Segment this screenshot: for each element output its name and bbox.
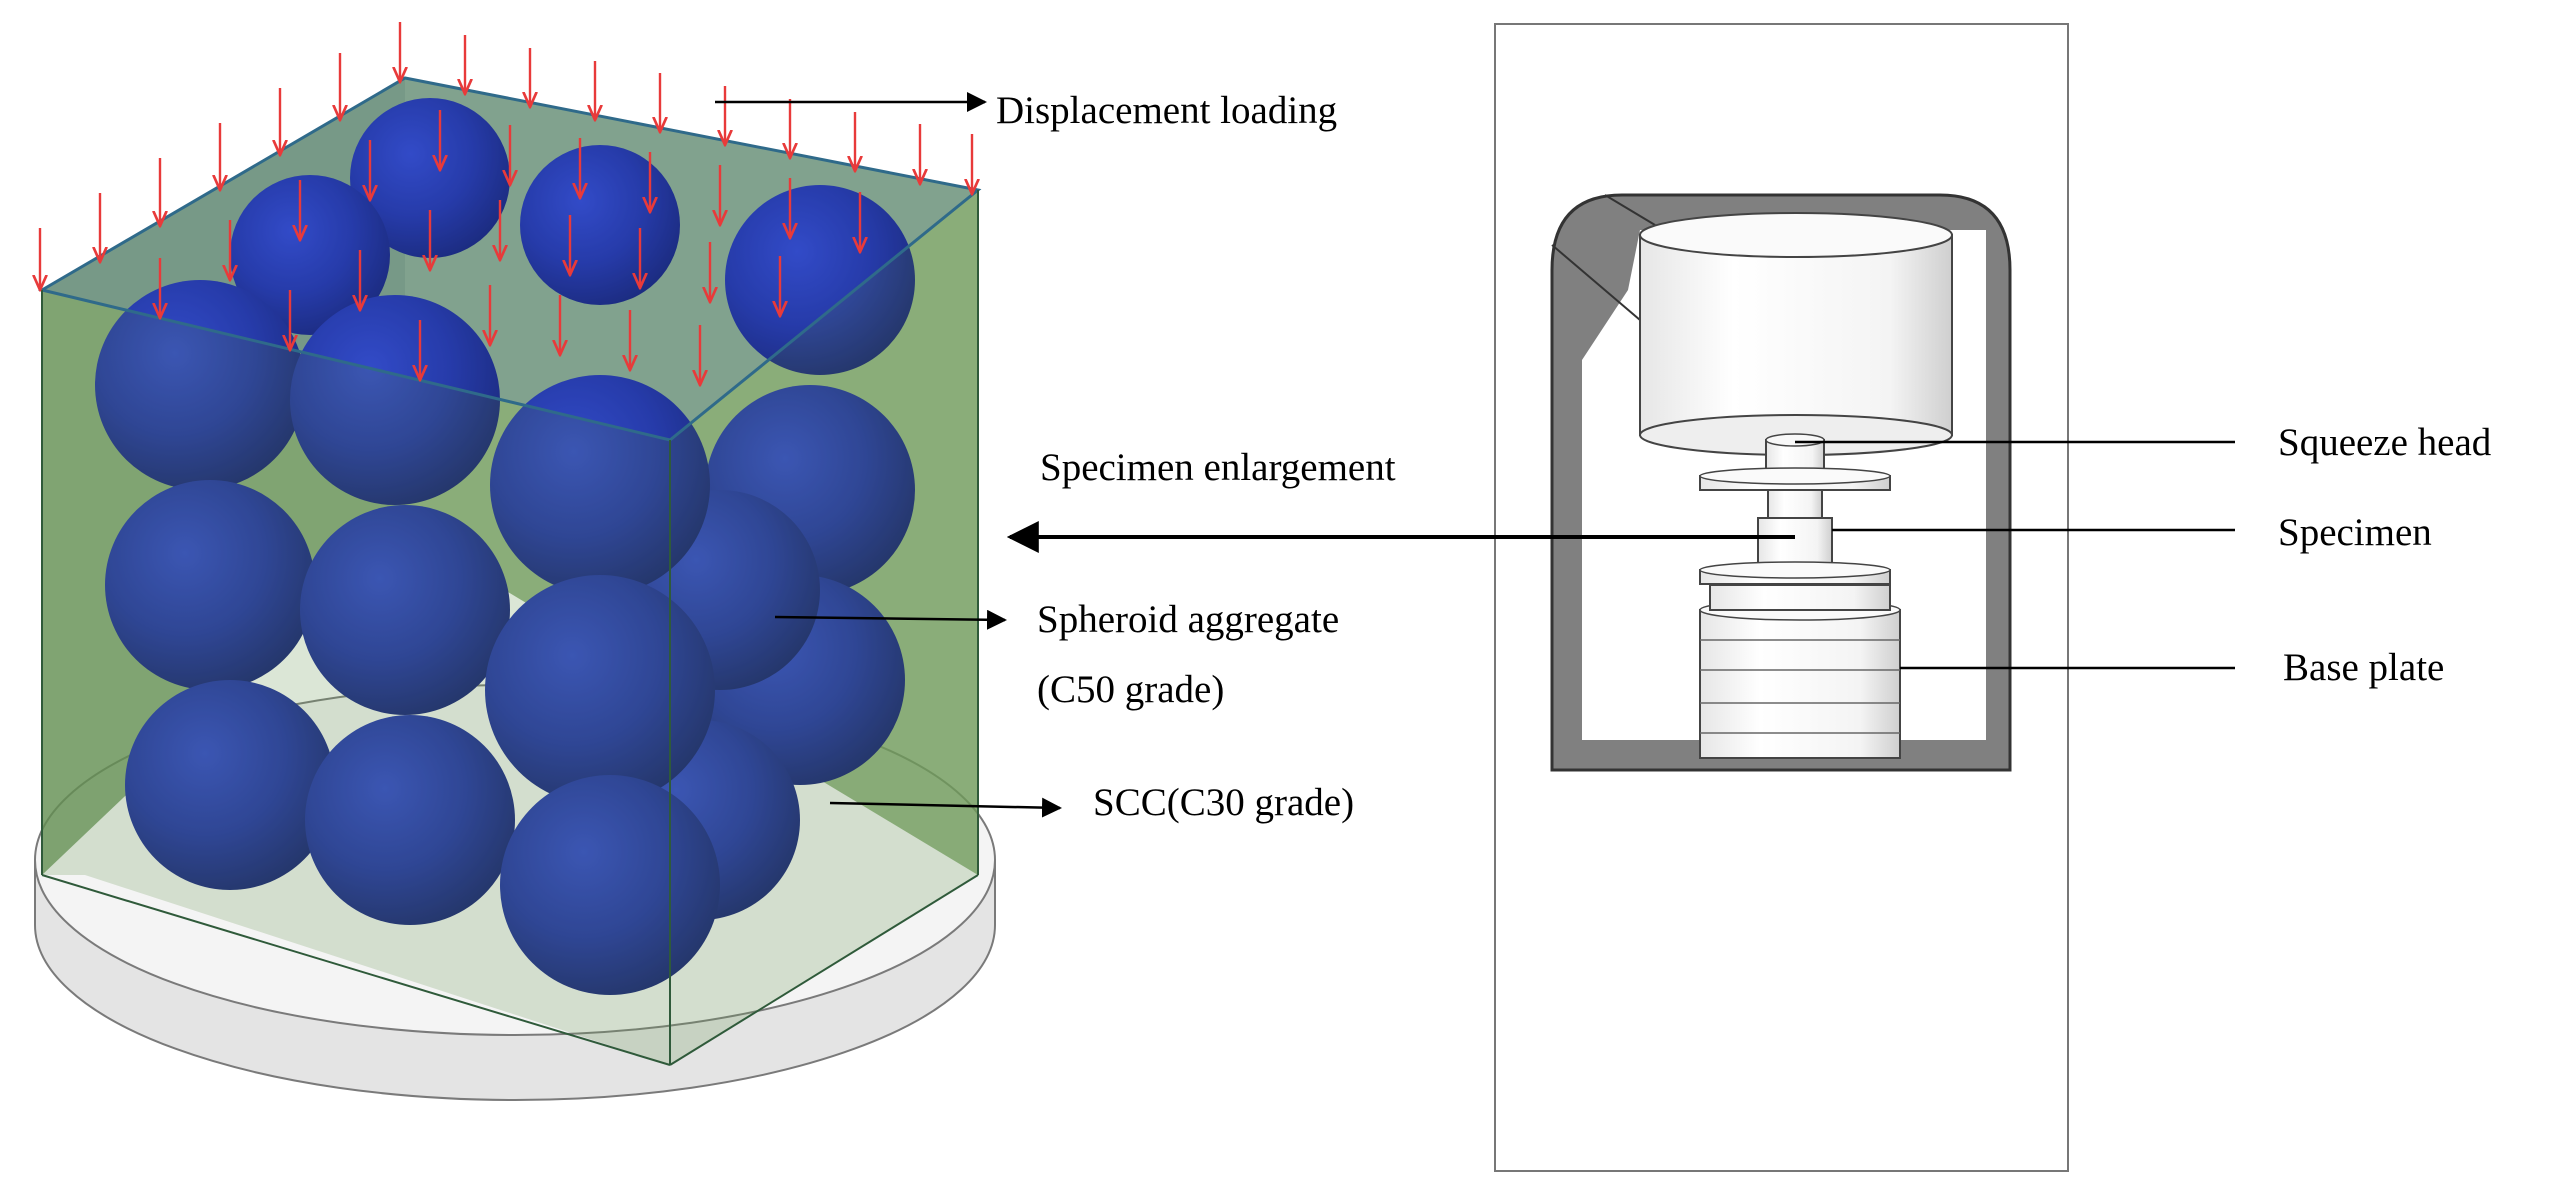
specimen-cylinder	[1757, 517, 1833, 569]
aggregate-sphere	[230, 175, 390, 335]
aggregate-leader	[774, 609, 1007, 630]
aggregate-sphere	[95, 280, 305, 490]
machine-outline	[1494, 23, 2069, 1172]
label-base-plate: Base plate	[2283, 646, 2444, 689]
testing-machine	[1494, 23, 2069, 1172]
aggregate-sphere	[290, 295, 500, 505]
load-arrow-row	[465, 35, 972, 194]
lower-platen	[1699, 561, 1891, 587]
squeeze-head	[1639, 212, 1953, 456]
matrix-front-faces	[38, 76, 982, 1066]
aggregate-sphere	[500, 775, 720, 995]
aggregate-sphere	[300, 505, 510, 715]
leader-lines	[715, 92, 2235, 818]
label-spheroid-aggregate: Spheroid aggregate	[1037, 598, 1339, 641]
load-arrows	[40, 22, 972, 385]
scc-leader	[829, 797, 1062, 818]
aggregate-sphere	[105, 480, 315, 690]
aggregate-sphere	[125, 680, 335, 890]
aggregate-sphere	[350, 98, 510, 258]
label-specimen-enlargement: Specimen enlargement	[1040, 446, 1396, 489]
label-specimen: Specimen	[2278, 511, 2432, 554]
label-spheroid-aggregate-grade: (C50 grade)	[1037, 668, 1224, 711]
aggregate-sphere	[725, 185, 915, 375]
label-displacement-loading: Displacement loading	[996, 89, 1337, 132]
label-squeeze-head: Squeeze head	[2278, 421, 2492, 464]
load-arrow-row	[290, 200, 780, 350]
spheroid-aggregates	[95, 98, 915, 995]
upper-platen	[1699, 433, 1891, 521]
load-arrow-row	[160, 110, 860, 318]
aggregate-sphere	[490, 375, 710, 595]
aggregate-sphere	[305, 715, 515, 925]
load-arrow-row	[40, 22, 400, 290]
labels: Displacement loading Specimen enlargemen…	[996, 89, 2492, 824]
base-plate	[1699, 584, 1901, 759]
label-scc: SCC(C30 grade)	[1093, 781, 1354, 824]
aggregate-sphere	[485, 575, 715, 805]
load-arrow-row	[420, 285, 700, 385]
specimen-model	[35, 22, 996, 1101]
